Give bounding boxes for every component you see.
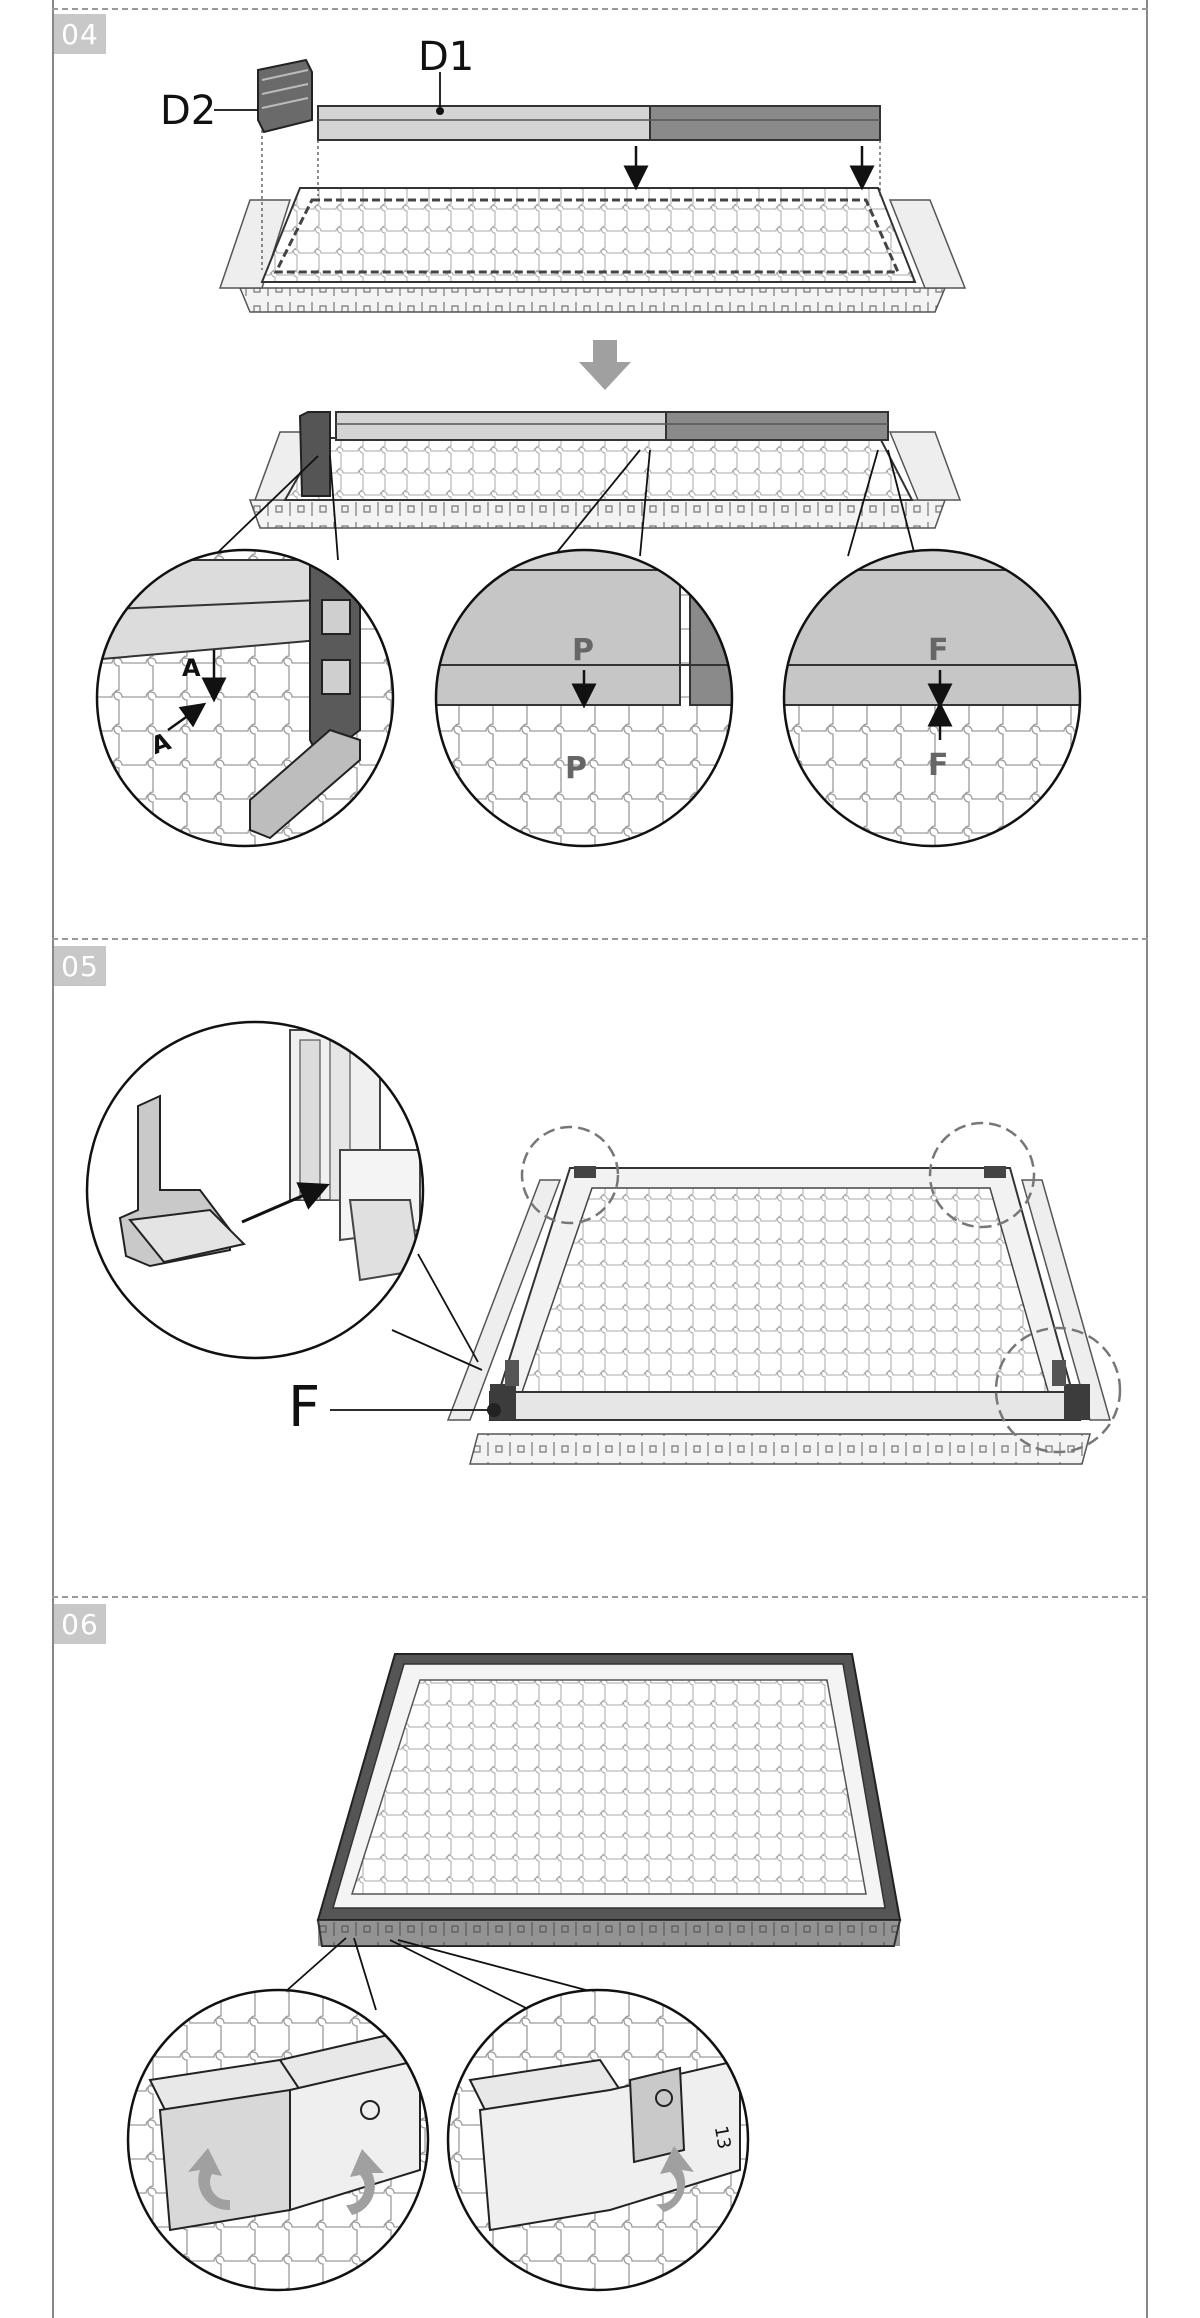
step-number-badge: 06 — [54, 1604, 106, 1644]
label-f-bottom: F — [928, 748, 949, 783]
detail-circle-corner-left — [126, 1988, 430, 2292]
label-f: F — [288, 1375, 320, 1440]
rail-bottom — [238, 287, 947, 313]
page-border-left — [52, 0, 54, 2318]
puzzle-board — [518, 1187, 1051, 1399]
step-04-diagram: D1 D2 — [95, 34, 1082, 848]
step-05-diagram: F — [85, 1020, 1122, 1465]
divider-top — [52, 8, 1148, 10]
label-d1: D1 — [418, 34, 474, 80]
page-border-right — [1146, 0, 1148, 2318]
detail-circle-p: P P — [434, 548, 734, 848]
label-13: 13 — [710, 2124, 735, 2150]
rail-d1-light — [317, 105, 651, 141]
divider-step-05 — [52, 938, 1148, 940]
label-d2: D2 — [160, 88, 216, 134]
divider-step-06 — [52, 1596, 1148, 1598]
step-06-diagram: 13 — [126, 1653, 902, 2292]
step-arrow-down — [579, 340, 631, 390]
step-number-badge: 04 — [54, 14, 106, 54]
label-p-top: P — [572, 633, 594, 668]
rail-d1-dark — [649, 105, 881, 141]
detail-circle-corner-right: 13 — [446, 1988, 750, 2292]
label-a-top: A — [182, 654, 201, 682]
label-f-top: F — [928, 633, 949, 668]
step-number-badge: 05 — [54, 946, 106, 986]
rail-right — [888, 199, 967, 289]
puzzle-board — [260, 187, 917, 283]
rail-left — [218, 199, 292, 289]
end-cap-d2 — [257, 58, 313, 134]
detail-circle-f: F F — [782, 548, 1082, 848]
puzzle-board — [350, 1679, 867, 1895]
detail-circle-clip — [85, 1020, 425, 1360]
detail-circle-a: A A — [95, 548, 395, 848]
label-p-bottom: P — [565, 751, 587, 786]
